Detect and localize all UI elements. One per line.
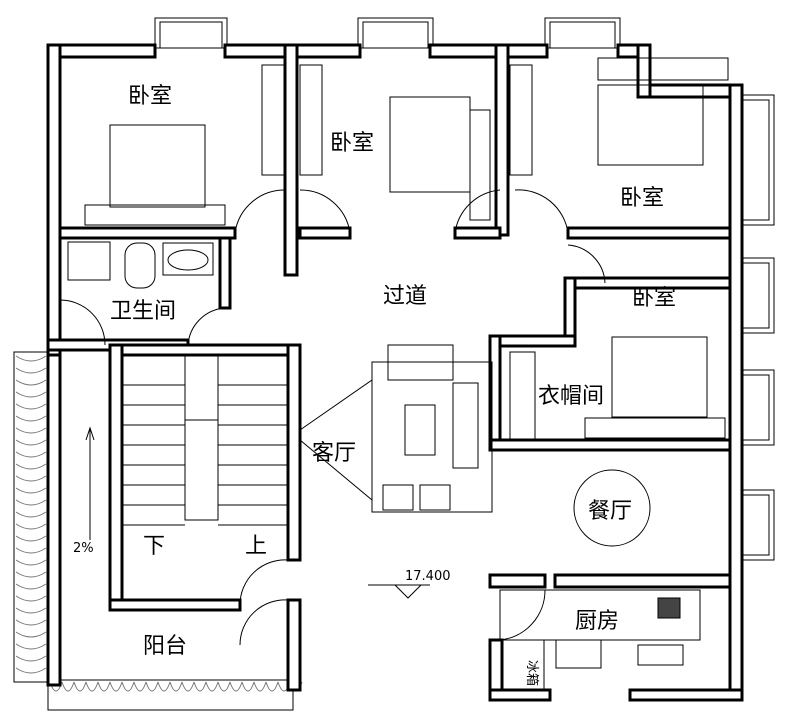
furniture — [67, 57, 729, 691]
label-bedroom-4: 卧室 — [632, 286, 676, 311]
label-corridor: 过道 — [383, 284, 427, 309]
label-fridge: 冰箱 — [524, 660, 540, 686]
label-bedroom-3: 卧室 — [620, 186, 664, 211]
label-dining-room: 餐厅 — [588, 499, 632, 524]
walls — [46, 43, 744, 702]
label-bathroom: 卫生间 — [110, 299, 176, 324]
label-walk-in-closet: 衣帽间 — [538, 384, 604, 409]
label-living-room: 客厅 — [312, 441, 356, 466]
label-kitchen: 厨房 — [575, 609, 619, 634]
label-elevation: 17.400 — [405, 569, 451, 584]
label-stairs-up: 上 — [245, 534, 267, 559]
label-bedroom-1: 卧室 — [128, 84, 172, 109]
balcony-railing — [13, 351, 303, 711]
label-bedroom-2: 卧室 — [330, 131, 374, 156]
label-stairs-down: 下 — [143, 534, 165, 559]
label-slope: 2% — [73, 541, 94, 556]
room-labels: 卧室 卧室 卧室 卧室 卫生间 过道 客厅 衣帽间 餐厅 厨房 阳台 下 上 2… — [73, 84, 676, 686]
label-balcony: 阳台 — [143, 634, 187, 659]
